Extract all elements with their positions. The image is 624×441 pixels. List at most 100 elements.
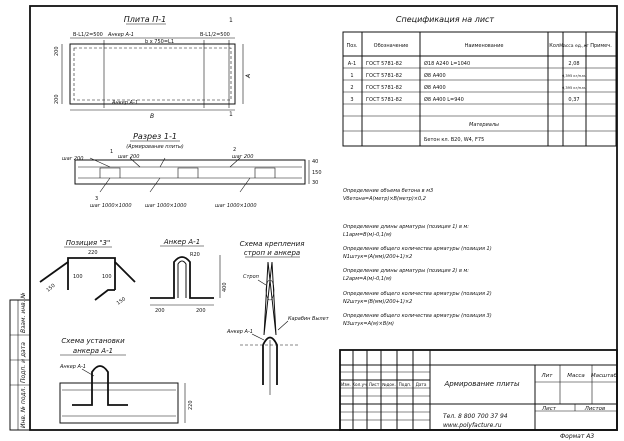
spec-concrete: Бетон кл. В20, W4, F75	[424, 137, 484, 143]
spec-header-mass: Масса ед.,кг	[559, 43, 589, 49]
section-title: Разрез 1-1	[133, 132, 177, 141]
change-header-kol: Кол.уч.	[352, 382, 368, 387]
slab-dim-height: А	[245, 74, 252, 79]
spec-cell: 2,08	[568, 61, 579, 67]
format-label: Формат А3	[560, 433, 594, 440]
spec-header-note: Примеч.	[590, 43, 612, 49]
anchor-title: Анкер А-1	[163, 238, 200, 246]
change-header-list: Лист	[369, 382, 380, 387]
calculation-notes: Определение объема бетона в м3 Vбетона=А…	[343, 188, 492, 327]
spec-cell: 0,395 кг/п.м.	[562, 74, 586, 78]
anchor-height: 400	[222, 282, 228, 292]
title-lit: Лит	[541, 373, 554, 379]
spec-cell: 2	[350, 85, 353, 91]
note-line: Определение длины арматуры (позиция 1) в…	[343, 224, 469, 230]
note-line: Определение объема бетона в м3	[343, 188, 433, 194]
sling-strop: Строп	[243, 274, 260, 280]
position3-left: 100	[73, 274, 83, 280]
spec-cell: Ø8 А400 L=940	[424, 96, 464, 103]
slab-right-half: В-L1/2=500	[200, 32, 230, 38]
spec-cell: Ø8 А400	[424, 84, 446, 91]
section-dim-30: 30	[312, 180, 318, 186]
spec-row: 2 ГОСТ 5781-82 Ø8 А400 0,395 кг/п.м.	[350, 84, 586, 91]
binding-strip: Инв. № подл. Подп. и дата Взам. инв. №	[9, 292, 31, 431]
note-line: N2штук=(В(мм)/200+1)×2	[343, 299, 412, 305]
section-step-mid: шаг 200	[118, 154, 139, 160]
sling-title-1: Схема крепления	[240, 240, 305, 248]
spec-cell: Ø18 А240 L=1040	[424, 60, 470, 67]
slab-dim-width: В	[150, 113, 154, 120]
slab-mark-1: 1	[229, 17, 233, 24]
anchor-a1-detail: Анкер А-1 R20 200 200 400	[150, 238, 228, 314]
anchor-radius: R20	[190, 252, 200, 258]
spec-header-name: Наименование	[465, 43, 504, 49]
section-mark-3: 3	[95, 196, 98, 202]
slab-mid-dim: b x 750=L1	[145, 39, 174, 45]
note-line: Определение длины арматуры (позиция 2) в…	[343, 268, 469, 274]
section-step-1000-b: шаг 1000×1000	[145, 203, 187, 209]
note-line: Определение общего количества арматуры (…	[343, 291, 492, 297]
anchor-right: 200	[196, 308, 206, 314]
title-scale: Масштаб	[591, 373, 618, 379]
install-scheme: Схема установки анкера А-1 Анкер А-1 220	[59, 337, 194, 424]
spec-cell: ГОСТ 5781-82	[366, 61, 402, 67]
change-header-date: Дата	[416, 382, 427, 387]
note-line: N1штук=(А(мм)/200+1)×2	[343, 254, 412, 260]
slab-anchor-bottom: Анкер А-1	[111, 100, 138, 106]
install-anchor-label: Анкер А-1	[59, 364, 86, 370]
position3-right: 100	[102, 274, 112, 280]
sling-anchor: Анкер А-1	[226, 329, 253, 335]
title-sheets: Листов	[584, 406, 606, 412]
spec-cell: А-1	[348, 61, 356, 67]
spec-row: А-1 ГОСТ 5781-82 Ø18 А240 L=1040 2,08	[348, 60, 580, 67]
spec-cell: ГОСТ 5781-82	[366, 97, 402, 103]
change-header-sign: Подп.	[399, 382, 412, 387]
section-dim-40: 40	[312, 159, 318, 165]
section-subtitle: (Армирование плиты)	[126, 144, 184, 150]
slab-anchor-top: Анкер А-1	[107, 32, 134, 38]
section-dim-150: 150	[312, 170, 322, 176]
position3-side-right: 150	[116, 296, 127, 306]
section-step-1000-c: шаг 1000×1000	[215, 203, 257, 209]
sheet-frame	[29, 5, 618, 431]
install-title-2: анкера А-1	[73, 347, 113, 355]
sling-scheme: Схема крепления строп и анкера Строп Кар…	[226, 240, 330, 395]
note-line: Определение общего количества арматуры (…	[343, 246, 492, 252]
spec-cell: ГОСТ 5781-82	[366, 85, 402, 91]
spec-cell: Ø8 А400	[424, 72, 446, 79]
spec-materials-label: Материалы	[469, 122, 499, 128]
spec-cell: 0,37	[568, 97, 579, 103]
section-step-1000-a: шаг 1000×1000	[90, 203, 132, 209]
title-mass: Масса	[567, 373, 585, 379]
change-header-doc: №док.	[382, 382, 396, 387]
sling-title-2: строп и анкера	[244, 249, 300, 257]
spec-table: Спецификация на лист Поз. Обозначение На…	[342, 15, 617, 147]
title-block: Изм. Кол.уч. Лист №док. Подп. Дата Армир…	[339, 349, 618, 431]
slab-title: Плита П-1	[124, 15, 166, 24]
spec-header-qty: Кол.	[549, 43, 561, 49]
position3-top: 220	[88, 250, 98, 256]
spec-row: 1 ГОСТ 5781-82 Ø8 А400 0,395 кг/п.м.	[350, 72, 586, 79]
spec-row: 3 ГОСТ 5781-82 Ø8 А400 L=940 0,37	[350, 96, 579, 103]
section-1-1: Разрез 1-1 (Армирование плиты) шаг 200 1…	[62, 132, 322, 209]
spec-header-designation: Обозначение	[374, 43, 409, 49]
slab-dim-left-top: 200	[54, 46, 60, 56]
install-dim: 220	[188, 400, 194, 410]
position3-title: Позиция "3"	[66, 239, 110, 247]
title-sheet: Лист	[541, 406, 557, 412]
section-step-right: шаг 200	[232, 154, 253, 160]
side-label-replace: Взам. инв. №	[20, 292, 27, 333]
title-website: www.polyfacture.ru	[443, 422, 502, 429]
position-3-detail: Позиция "3" 220 100 100 150 150	[39, 239, 136, 307]
section-mark-1: 1	[110, 149, 113, 155]
slab-left-half: В-L1/2=500	[73, 32, 103, 38]
spec-cell: 3	[350, 97, 353, 103]
spec-header-pos: Поз.	[346, 43, 357, 49]
position3-side-left: 150	[45, 283, 56, 294]
note-line: L1арм=В(м)-0,1(м)	[343, 232, 392, 238]
title-phone: Тел. 8 800 700 37 94	[443, 413, 508, 420]
slab-mark-1b: 1	[229, 111, 233, 118]
spec-cell: 0,395 кг/п.м.	[562, 86, 586, 90]
sling-carabiner: Карабин Вылет	[288, 316, 330, 322]
